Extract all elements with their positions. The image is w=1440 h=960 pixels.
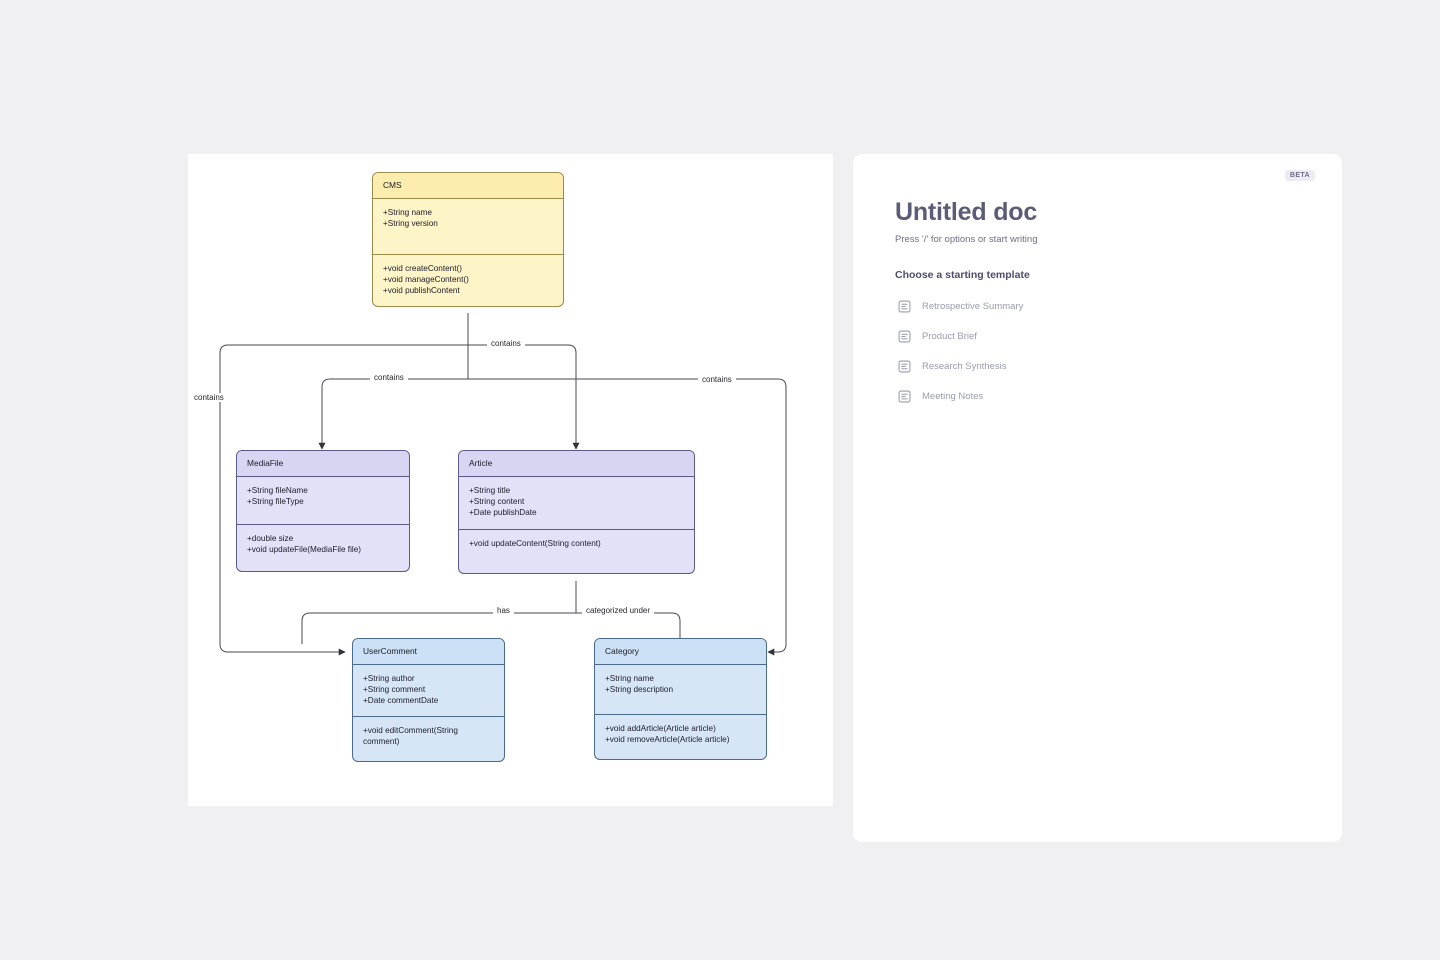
template-list: Retrospective Summary Product Brief bbox=[895, 291, 1342, 411]
class-methods: +void addArticle(Article article) +void … bbox=[605, 724, 730, 745]
template-item-label: Product Brief bbox=[922, 330, 977, 342]
class-title: MediaFile bbox=[237, 451, 409, 478]
edge-label-cms-mediafile: contains bbox=[370, 373, 408, 382]
document-lines-icon bbox=[898, 300, 911, 313]
beta-badge: BETA bbox=[1284, 170, 1315, 181]
uml-class-category[interactable]: Category +String name +String descriptio… bbox=[594, 638, 767, 761]
class-methods: +double size +void updateFile(MediaFile … bbox=[247, 534, 361, 555]
class-title: CMS bbox=[373, 173, 563, 200]
template-section-heading: Choose a starting template bbox=[895, 269, 1030, 281]
class-attributes: +String name +String description bbox=[605, 674, 674, 695]
class-title: UserComment bbox=[353, 639, 504, 666]
edge-label-article-category: categorized under bbox=[582, 606, 655, 615]
document-title[interactable]: Untitled doc bbox=[895, 198, 1038, 226]
document-panel: BETA Untitled doc Press '/' for options … bbox=[853, 154, 1342, 842]
class-attributes: +String name +String version bbox=[383, 208, 438, 229]
class-attributes: +String fileName +String fileType bbox=[247, 486, 308, 507]
template-item-label: Meeting Notes bbox=[922, 390, 984, 402]
class-attributes: +String title +String content +Date publ… bbox=[469, 486, 537, 518]
edge-label-cms-category: contains bbox=[698, 375, 736, 384]
template-item-research-synthesis[interactable]: Research Synthesis bbox=[895, 351, 1342, 381]
class-methods: +void editComment(String comment) bbox=[363, 726, 461, 747]
class-title: Article bbox=[459, 451, 694, 478]
diagram-canvas[interactable]: CMS +String name +String version +void c… bbox=[188, 154, 833, 806]
class-methods: +void createContent() +void manageConten… bbox=[383, 264, 469, 296]
uml-class-mediafile[interactable]: MediaFile +String fileName +String fileT… bbox=[236, 450, 410, 573]
edge-label-cms-article: contains bbox=[190, 393, 228, 402]
template-item-label: Retrospective Summary bbox=[922, 300, 1024, 312]
class-methods: +void updateContent(String content) bbox=[469, 539, 601, 549]
uml-class-usercomment[interactable]: UserComment +String author +String comme… bbox=[352, 638, 505, 763]
diagram-connectors bbox=[219, 313, 787, 656]
uml-class-cms[interactable]: CMS +String name +String version +void c… bbox=[372, 172, 564, 308]
document-lines-icon bbox=[898, 330, 911, 343]
template-item-product-brief[interactable]: Product Brief bbox=[895, 321, 1342, 351]
document-placeholder-hint: Press '/' for options or start writing bbox=[895, 234, 1038, 245]
edge-label-cms-usercomment: contains bbox=[487, 339, 525, 348]
template-item-label: Research Synthesis bbox=[922, 360, 1007, 372]
document-body: Untitled doc Press '/' for options or st… bbox=[853, 154, 1342, 411]
class-title: Category bbox=[595, 639, 766, 666]
edge-label-article-usercomment: has bbox=[493, 606, 514, 615]
document-lines-icon bbox=[898, 360, 911, 373]
document-lines-icon bbox=[898, 390, 911, 403]
class-attributes: +String author +String comment +Date com… bbox=[363, 674, 439, 706]
template-item-meeting-notes[interactable]: Meeting Notes bbox=[895, 381, 1342, 411]
template-item-retrospective-summary[interactable]: Retrospective Summary bbox=[895, 291, 1342, 321]
uml-class-article[interactable]: Article +String title +String content +D… bbox=[458, 450, 695, 575]
